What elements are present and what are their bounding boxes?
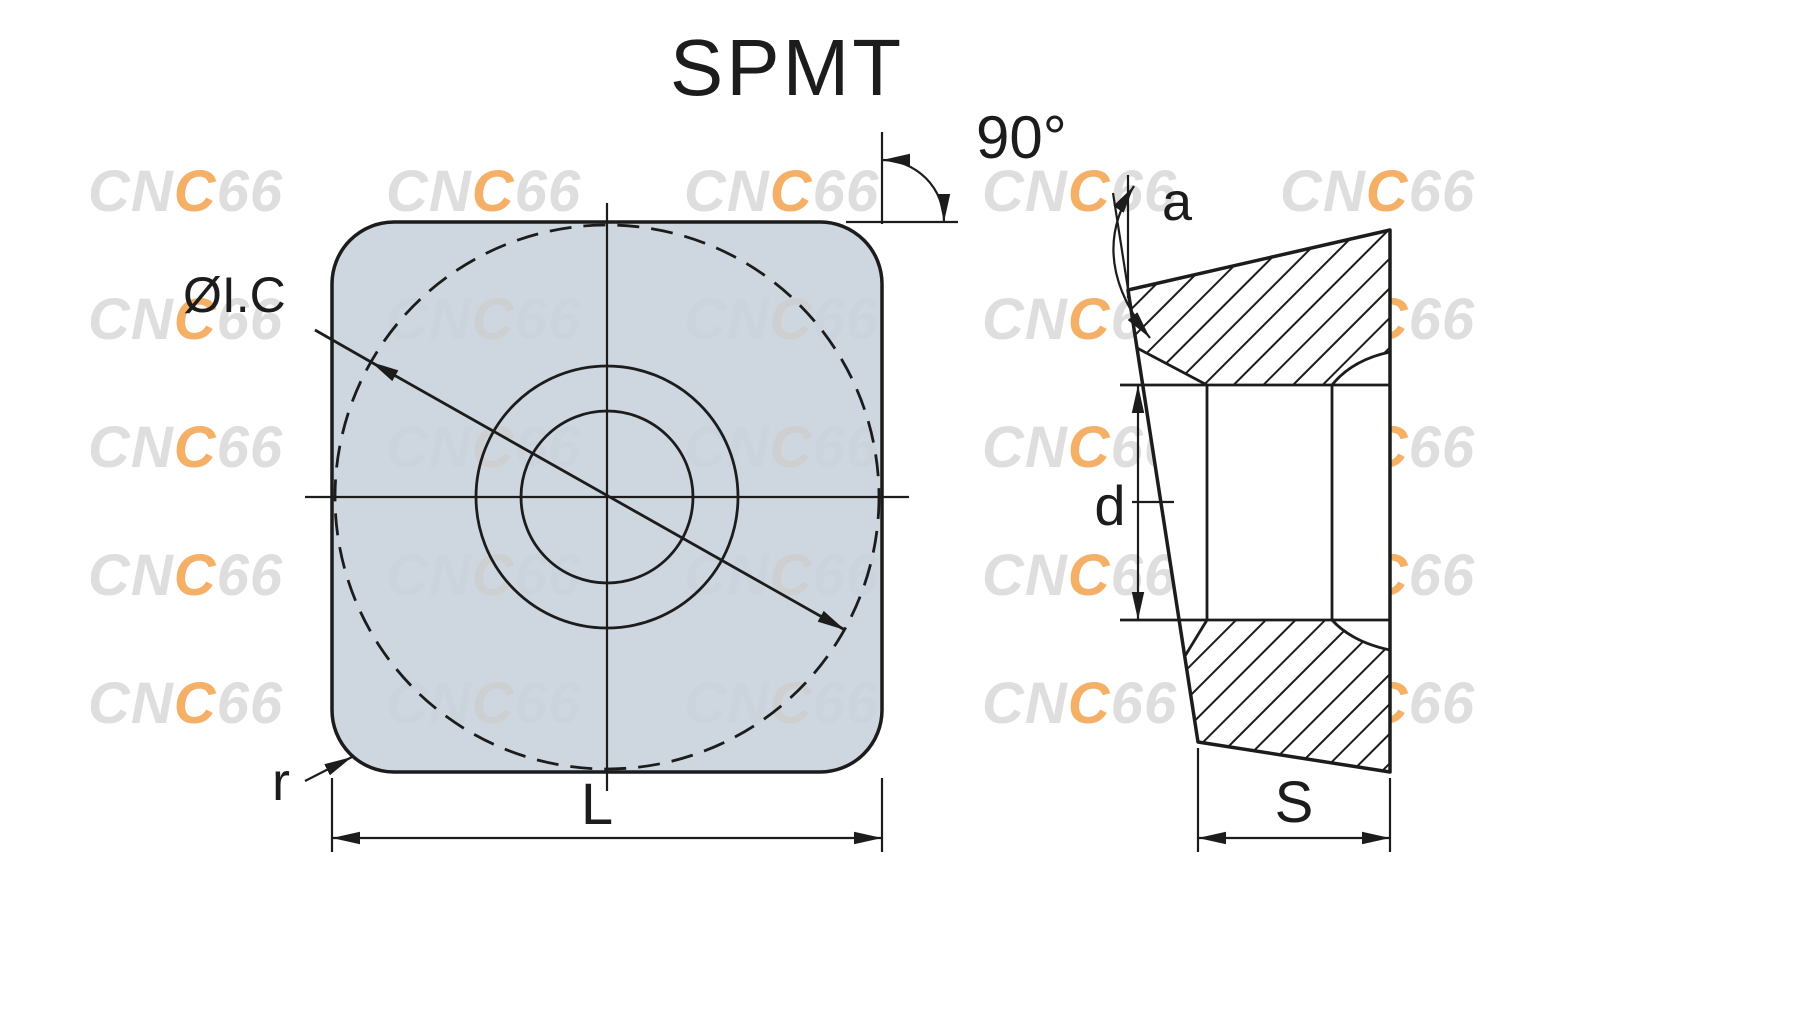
length-dimension-label: L [581,772,613,837]
thickness-dimension-label: S [1275,770,1314,835]
watermark: CNC66 [1280,159,1476,224]
watermark: CNC66 [982,415,1178,480]
inscribed-circle-dimension: ØI.C [183,267,846,632]
leader-line [314,328,372,364]
length-dimension: L [330,772,884,852]
corner-angle-dimension: 90° [846,104,1067,224]
countersink-cone-line [1183,619,1209,657]
angle-arc-arrow [881,153,951,223]
clearance-angle-dimension: a [1111,172,1193,339]
edge-relief [1332,352,1390,385]
section-hatch-bottom [1179,620,1390,772]
clearance-angle-label: a [1162,172,1193,232]
watermark: CNC66 [386,159,582,224]
section-hatch-top [1128,230,1390,385]
watermark: CNC66 [684,159,880,224]
front-view: 90° ØI.C r L [183,104,1067,852]
diameter-dimension-line [370,360,846,632]
thickness-dimension: S [1196,748,1392,852]
hole-diameter-dimension: d [1094,385,1145,620]
countersink-cone-line [1136,346,1208,387]
angle-arc-arrow [1112,185,1151,339]
watermark: CNC66 [88,543,284,608]
watermark: CNC66 [88,671,284,736]
leader-line [304,756,353,782]
section-outline [1126,228,1392,774]
edge-relief [1332,620,1390,650]
watermark: CNC66 [88,415,284,480]
corner-radius-dimension: r [272,752,353,812]
hole-diameter-label: d [1094,474,1125,537]
watermark: CNC66 [88,287,284,352]
edge-blend-line [1330,350,1391,386]
page-title: SPMT [670,23,904,112]
watermark: CNC66 [88,159,284,224]
inscribed-circle-label: ØI.C [183,267,286,323]
watermark: CNC66 [982,671,1178,736]
corner-radius-label: r [272,752,290,812]
angle-dimension-label: 90° [976,104,1067,171]
edge-blend-line [1330,619,1391,652]
inscribed-circle [333,223,881,771]
side-view: a d S [1094,172,1392,852]
